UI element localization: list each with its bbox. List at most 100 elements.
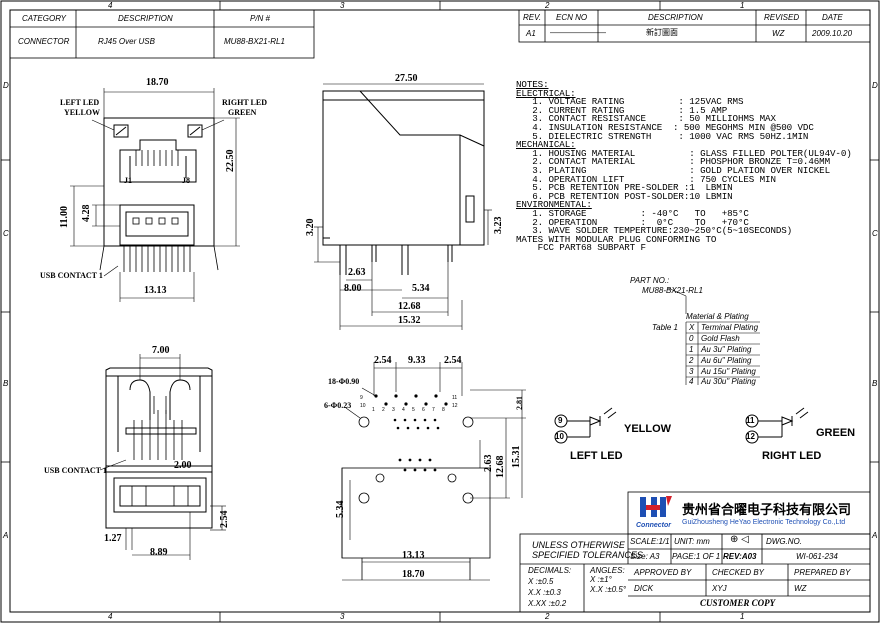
fp-pin-6: 6 <box>422 407 425 413</box>
led-left-pin-10: 10 <box>555 432 564 441</box>
fp-pin-4: 4 <box>402 407 405 413</box>
notes-mechanical-1: 1. HOUSING MATERIAL : GLASS FILLED POLTE… <box>532 147 852 159</box>
dim-fp-1531: 15.31 <box>511 445 522 469</box>
dim-front-bottom: 13.13 <box>144 285 167 296</box>
title-h-description: DESCRIPTION <box>118 14 173 23</box>
zone-left-d: D <box>3 81 9 90</box>
zone-right-a: A <box>872 531 878 540</box>
fp-pin-9: 9 <box>360 395 363 401</box>
led-left-label: LEFT LED <box>570 450 623 462</box>
notes-mechanical-6: 6. PCB RETENTION POST-SOLDER:10 LBMIN <box>532 190 733 202</box>
pin-j1: J1 <box>124 176 132 185</box>
logo-word: Connector <box>636 522 671 529</box>
tb-checked: XYJ <box>712 584 727 593</box>
fp-pin-5: 5 <box>412 407 415 413</box>
led-right-label: RIGHT LED <box>762 450 822 462</box>
fp-pin-7: 7 <box>432 407 435 413</box>
plating-code-4: 4 <box>689 377 694 386</box>
dim-side-320: 3.20 <box>305 218 316 237</box>
rev-date: 2009.10.20 <box>812 29 853 38</box>
notes-environmental-1: 1. STORAGE : -40°C TO +85°C <box>532 207 749 219</box>
title-left-table <box>9 9 315 59</box>
tb-dec-xx: X.X :±0.3 <box>528 588 561 597</box>
notes-mechanical-5: 5. PCB RETENTION PRE-SOLDER :1 LBMIN <box>532 182 733 194</box>
tb-dwg-no: WI-061-234 <box>796 552 838 561</box>
left-led-color: YELLOW <box>64 108 101 117</box>
footprint-dimensions <box>342 362 526 581</box>
dim-side-top: 27.50 <box>395 73 418 84</box>
dim-side-1532: 15.32 <box>398 315 421 326</box>
notes-mechanical-3: 3. PLATING : GOLD PLATION OVER NICKEL <box>532 164 830 176</box>
dim-top-254: 2.54 <box>219 510 230 529</box>
notes-mates-2: FCC PART68 SUBPART F <box>537 242 646 254</box>
side-view <box>322 90 485 275</box>
title-category: CONNECTOR <box>18 37 70 46</box>
zone-right-b: B <box>872 379 878 388</box>
notes-environmental-2: 2. OPERATION : 0°C TO +70°C <box>532 216 749 228</box>
tb-customer-copy: CUSTOMER COPY <box>700 598 776 608</box>
tb-dec-xxx: X.XX :±0.2 <box>528 599 567 608</box>
rev-h-revised: REVISED <box>764 13 800 22</box>
zone-top-3: 3 <box>340 1 345 10</box>
right-led-color: GREEN <box>228 108 257 117</box>
tb-approved: DICK <box>634 584 654 593</box>
zone-bottom-2: 2 <box>545 612 550 621</box>
projection-icon: ⊕ ◁ <box>730 534 749 545</box>
fp-pin-11: 11 <box>452 395 458 401</box>
zone-top-2: 2 <box>545 1 550 10</box>
rev-h-ecn: ECN NO <box>556 13 588 22</box>
rev-code: A1 <box>526 29 536 38</box>
zone-left-b: B <box>3 379 9 388</box>
title-pn: MU88-BX21-RL1 <box>224 37 285 46</box>
tb-dec-x: X :±0.5 <box>528 577 554 586</box>
plating-text-2: Au 6u" Plating <box>701 356 752 365</box>
fp-holes-18: 18-Φ0.90 <box>328 377 360 386</box>
fp-pin-1: 1 <box>372 407 375 413</box>
rev-ecn: ——————— <box>550 28 606 37</box>
top-usb-contact: USB CONTACT 1 <box>44 466 107 475</box>
dim-side-534: 5.34 <box>412 283 430 294</box>
dim-fp-1313: 13.13 <box>402 550 425 561</box>
notes-title: NOTES: <box>516 79 549 90</box>
revision-table <box>518 9 871 43</box>
notes-electrical-3: 3. CONTACT RESISTANCE : 50 MILLIOHMS MAX <box>532 113 776 125</box>
dim-fp-933: 9.33 <box>408 355 426 366</box>
zone-top-1: 1 <box>740 1 745 10</box>
notes-environmental-3: 3. WAVE SOLDER TEMPERTURE:230~250°C(5~10… <box>532 225 793 237</box>
led-left-pin-9: 9 <box>558 416 563 425</box>
front-usb-contact: USB CONTACT 1 <box>40 271 103 280</box>
plating-table <box>667 287 760 385</box>
rev-desc: 新訂圖面 <box>646 28 678 37</box>
fp-pin-10: 10 <box>360 403 366 409</box>
dim-front-height: 22.50 <box>225 149 236 173</box>
zone-bottom-4: 4 <box>108 612 113 621</box>
dim-fp-254b: 2.54 <box>444 355 462 366</box>
side-view-dimensions <box>314 83 492 330</box>
notes-electrical-title: ELECTRICAL: <box>516 87 576 99</box>
led-right-pin-12: 12 <box>746 432 755 441</box>
led-symbols <box>554 407 809 444</box>
notes-environmental-title: ENVIRONMENTAL: <box>516 199 592 211</box>
front-view-dimensions <box>70 88 240 302</box>
dim-side-263: 2.63 <box>348 267 366 278</box>
rev-h-desc: DESCRIPTION <box>648 13 703 22</box>
zone-bottom-1: 1 <box>740 612 745 621</box>
fp-pin-8: 8 <box>442 407 445 413</box>
right-led-label: RIGHT LED <box>222 98 267 107</box>
company-name-en: GuiZhousheng HeYao Electronic Technology… <box>682 519 846 526</box>
zone-right-d: D <box>872 81 878 90</box>
plating-code-2: 2 <box>689 356 694 365</box>
company-name-cn: 贵州省合曜电子科技有限公司 <box>682 502 852 517</box>
tb-prepared-by-label: PREPARED BY <box>794 568 851 577</box>
part-no-value: MU88-BX21-RL1 <box>642 286 703 295</box>
tolerance-note-1: UNLESS OTHERWISE <box>532 540 625 550</box>
title-block <box>519 491 871 613</box>
plating-text-0: Gold Flash <box>701 334 740 343</box>
zone-left-c: C <box>3 229 9 238</box>
dim-side-323: 3.23 <box>493 216 504 235</box>
title-h-pn: P/N # <box>250 14 271 23</box>
plating-code-3: 3 <box>689 367 694 376</box>
notes-electrical-1: 1. VOLTAGE RATING : 125VAC RMS <box>532 96 744 108</box>
notes-mates-1: MATES WITH MODULAR PLUG CONFORMING TO <box>516 233 717 245</box>
notes-mechanical-title: MECHANICAL: <box>516 139 576 151</box>
